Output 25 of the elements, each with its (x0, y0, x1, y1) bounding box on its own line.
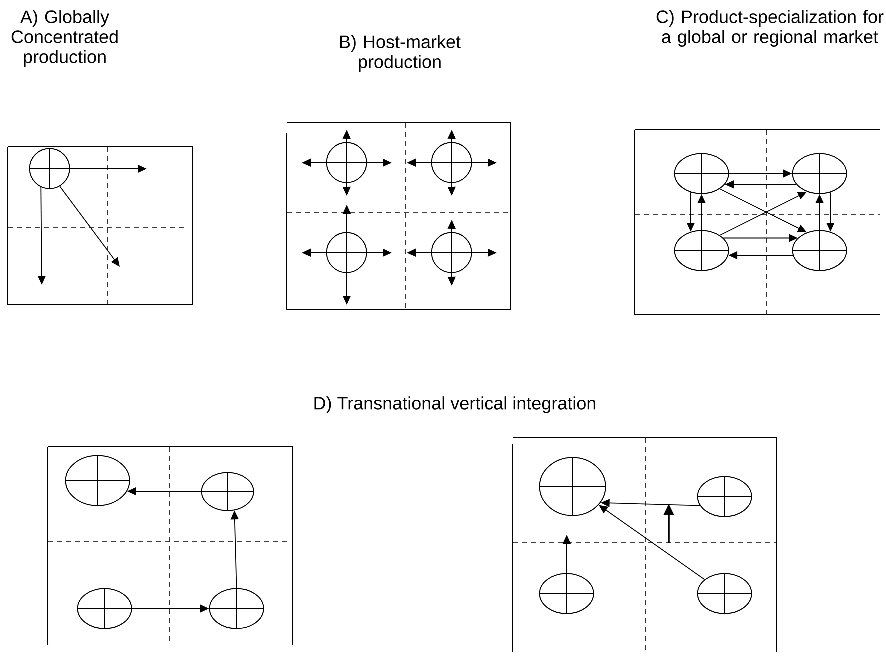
plant-symbol (539, 457, 606, 516)
plant-symbol (326, 142, 368, 184)
plant-symbol (431, 142, 472, 184)
plant-symbol (77, 588, 132, 630)
panel-heading: A) Globally Concentrated production (12, 10, 118, 67)
plant-symbol (674, 153, 730, 194)
panel-box (48, 446, 294, 646)
plant-symbol (697, 476, 752, 518)
arrow (60, 186, 120, 267)
plant-symbol (539, 573, 594, 614)
plant-symbol (201, 472, 254, 512)
section-heading: D) Transnational vertical integration (314, 396, 596, 414)
panel-box (512, 438, 778, 652)
plant-symbol (65, 455, 130, 506)
plant-symbol (697, 573, 752, 614)
plant-symbol (29, 148, 70, 190)
panel-heading: B) Host-market production (340, 35, 461, 72)
plant-symbol (792, 153, 848, 194)
arrow (599, 505, 706, 580)
plant-symbol (209, 588, 264, 630)
plant-symbol (674, 230, 730, 272)
plant-symbol (431, 232, 472, 274)
plant-symbol (792, 230, 848, 272)
panel-heading: C) Product-specialization for a global or regional market (656, 10, 884, 47)
plant-symbol (326, 232, 368, 274)
